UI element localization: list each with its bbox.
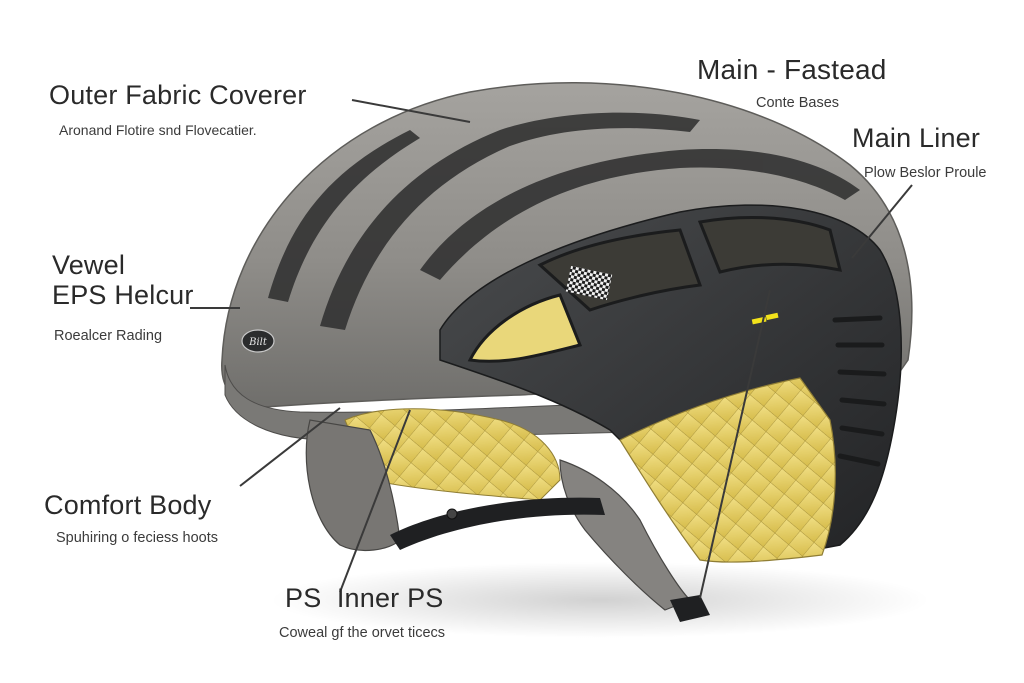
- ground-shadow: [270, 562, 930, 638]
- brand-badge: [241, 329, 275, 353]
- label-main-liner-sub: Plow Beslor Proule: [864, 165, 987, 182]
- label-outer-fabric-sub: Aronand Flotire snd Flovecatier.: [59, 122, 257, 139]
- label-main-liner-title: Main Liner: [852, 123, 981, 153]
- side-liner-pad: [619, 377, 836, 563]
- checker-vent-icon: [565, 265, 613, 301]
- leader-main-liner: [851, 184, 913, 259]
- label-inner-ps: PS Inner PS Coweal gf the orvet ticecs: [279, 583, 445, 641]
- label-outer-fabric: Outer Fabric Coverer Aronand Flotire snd…: [49, 80, 307, 138]
- label-main-fastead-sub: Conte Bases: [756, 95, 840, 112]
- chin-strap: [390, 497, 605, 550]
- label-inner-ps-title: PS Inner PS: [285, 583, 444, 613]
- label-eps-helcur: Vewel EPS Helcur Roealcer Rading: [52, 250, 194, 344]
- label-comfort-body-title: Comfort Body: [44, 490, 212, 520]
- label-comfort-body: Comfort Body Spuhiring o feciess hoots: [44, 490, 218, 546]
- brand-badge-text: Bilt: [248, 337, 268, 348]
- leader-liner-pad: [699, 289, 771, 599]
- label-inner-ps-sub: Coweal gf the orvet ticecs: [279, 625, 446, 642]
- label-comfort-body-sub: Spuhiring o feciess hoots: [56, 530, 219, 547]
- label-outer-fabric-title: Outer Fabric Coverer: [49, 80, 307, 110]
- leader-outer-fabric: [351, 99, 471, 123]
- label-main-fastead: Main - Fastead Conte Bases: [697, 54, 887, 111]
- strap-rivet: [446, 508, 458, 520]
- label-main-fastead-title: Main - Fastead: [697, 54, 887, 85]
- leader-comfort: [239, 407, 341, 487]
- side-ribs: [832, 315, 887, 467]
- comfort-padding: [344, 408, 561, 501]
- rear-clip: [670, 595, 710, 622]
- leader-lines: [190, 99, 913, 599]
- label-eps-title-line2: EPS Helcur: [52, 280, 194, 311]
- label-main-liner: Main Liner Plow Beslor Proule: [852, 123, 987, 181]
- label-eps-sub: Roealcer Rading: [54, 328, 163, 345]
- leader-inner-ps: [339, 409, 411, 593]
- top-vents: [268, 112, 860, 330]
- label-eps-title-line1: Vewel: [52, 250, 126, 280]
